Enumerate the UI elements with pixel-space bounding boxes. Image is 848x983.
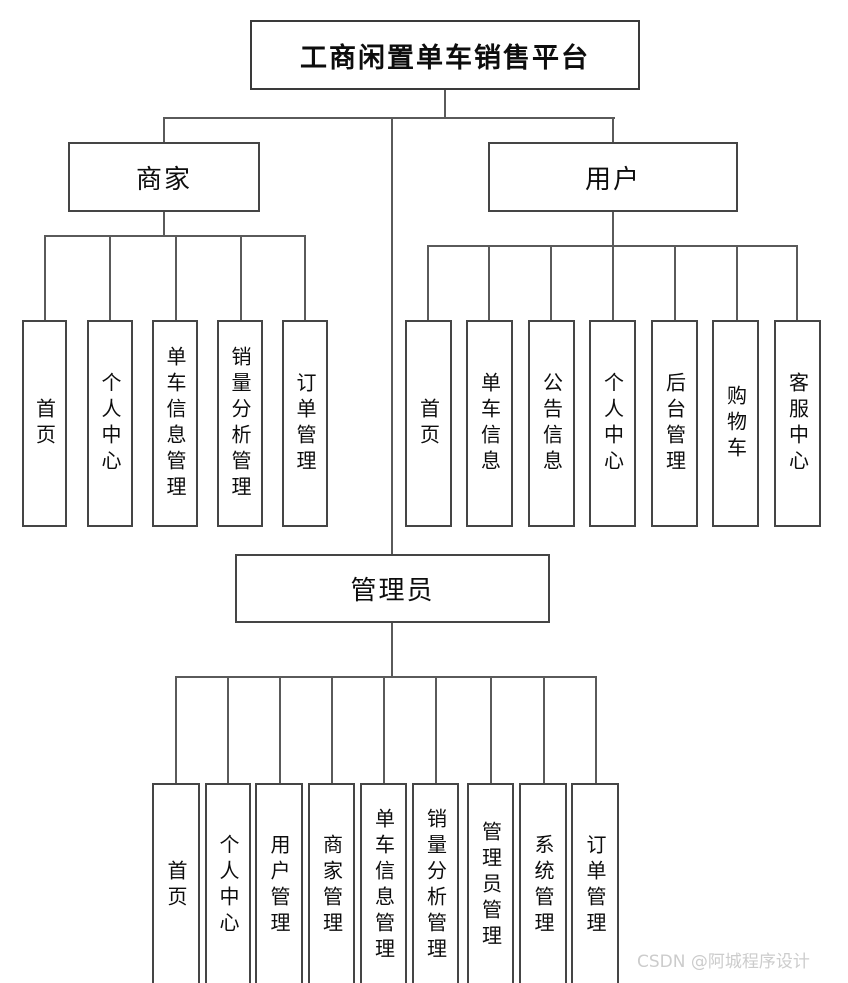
node-label: 个人中心 xyxy=(600,371,625,476)
connector-line xyxy=(595,676,597,784)
node-label: 单车信息 xyxy=(477,371,502,476)
node-user-personal-center: 个人中心 xyxy=(589,320,636,527)
node-user-shopping-cart: 购物车 xyxy=(712,320,759,527)
node-label: 首页 xyxy=(164,859,188,912)
connector-line xyxy=(435,676,437,784)
node-label: 首页 xyxy=(32,397,57,450)
connector-line xyxy=(488,245,490,321)
node-admin-sales-analysis-mgmt: 销量分析管理 xyxy=(412,783,459,983)
node-label: 管理员 xyxy=(350,576,435,606)
node-platform-title: 工商闲置单车销售平台 xyxy=(250,20,640,90)
node-label: 管理员管理 xyxy=(478,820,503,951)
connector-line xyxy=(227,676,229,784)
connector-line xyxy=(383,676,385,784)
node-admin-merchant-mgmt: 商家管理 xyxy=(308,783,355,983)
connector-line xyxy=(796,245,798,321)
connector-line xyxy=(444,90,446,118)
node-label: 商家 xyxy=(135,164,192,195)
node-admin-order-mgmt: 订单管理 xyxy=(571,783,619,983)
node-label: 单车信息管理 xyxy=(371,807,396,964)
connector-line xyxy=(109,235,111,321)
node-label: 订单管理 xyxy=(583,833,607,938)
connector-line xyxy=(391,623,393,678)
connector-line xyxy=(279,676,281,784)
node-admin-user-mgmt: 用户管理 xyxy=(255,783,303,983)
connector-line xyxy=(391,117,393,555)
node-label: 订单管理 xyxy=(293,371,317,476)
node-merchant-home: 首页 xyxy=(22,320,67,527)
connector-line xyxy=(612,117,614,143)
connector-line xyxy=(612,212,614,247)
node-label: 用户 xyxy=(584,164,641,195)
connector-line xyxy=(612,245,614,321)
node-label: 首页 xyxy=(416,397,441,450)
node-merchant-bike-info-mgmt: 单车信息管理 xyxy=(152,320,198,527)
connector-line xyxy=(331,676,333,784)
node-admin-bike-info-mgmt: 单车信息管理 xyxy=(360,783,407,983)
connector-line xyxy=(543,676,545,784)
node-merchant-personal-center: 个人中心 xyxy=(87,320,133,527)
node-merchant-order-mgmt: 订单管理 xyxy=(282,320,328,527)
connector-line xyxy=(490,676,492,784)
node-label: 购物车 xyxy=(723,384,748,463)
connector-line xyxy=(427,245,429,321)
connector-line xyxy=(175,235,177,321)
node-branch-user: 用户 xyxy=(488,142,738,212)
node-label: 销量分析管理 xyxy=(228,345,252,502)
node-user-service-center: 客服中心 xyxy=(774,320,821,527)
node-label: 单车信息管理 xyxy=(163,345,187,502)
node-admin-system-mgmt: 系统管理 xyxy=(519,783,567,983)
csdn-watermark: CSDN @阿城程序设计 xyxy=(637,952,810,972)
connector-line xyxy=(163,212,165,237)
node-label: 系统管理 xyxy=(531,833,555,938)
node-label: 商家管理 xyxy=(319,833,344,938)
node-admin-personal-center: 个人中心 xyxy=(205,783,251,983)
node-label: 后台管理 xyxy=(662,371,687,476)
connector-line xyxy=(163,117,165,143)
connector-line xyxy=(175,676,596,678)
node-branch-merchant: 商家 xyxy=(68,142,260,212)
node-label: 个人中心 xyxy=(98,371,122,476)
connector-line xyxy=(304,235,306,321)
node-user-bike-info: 单车信息 xyxy=(466,320,513,527)
connector-line xyxy=(240,235,242,321)
connector-line xyxy=(163,117,615,119)
node-user-announcement-info: 公告信息 xyxy=(528,320,575,527)
node-user-home: 首页 xyxy=(405,320,452,527)
node-label: 用户管理 xyxy=(267,833,291,938)
node-user-backend-mgmt: 后台管理 xyxy=(651,320,698,527)
node-label: 销量分析管理 xyxy=(423,807,448,964)
node-label: 公告信息 xyxy=(539,371,564,476)
connector-line xyxy=(44,235,46,321)
connector-line xyxy=(736,245,738,321)
node-admin-home: 首页 xyxy=(152,783,200,983)
connector-line xyxy=(550,245,552,321)
node-merchant-sales-analysis-mgmt: 销量分析管理 xyxy=(217,320,263,527)
node-label: 客服中心 xyxy=(785,371,810,476)
connector-line xyxy=(175,676,177,784)
node-admin-admin-mgmt: 管理员管理 xyxy=(467,783,514,983)
node-branch-admin: 管理员 xyxy=(235,554,550,623)
node-label: 工商闲置单车销售平台 xyxy=(300,42,590,74)
connector-line xyxy=(674,245,676,321)
node-label: 个人中心 xyxy=(216,833,240,938)
